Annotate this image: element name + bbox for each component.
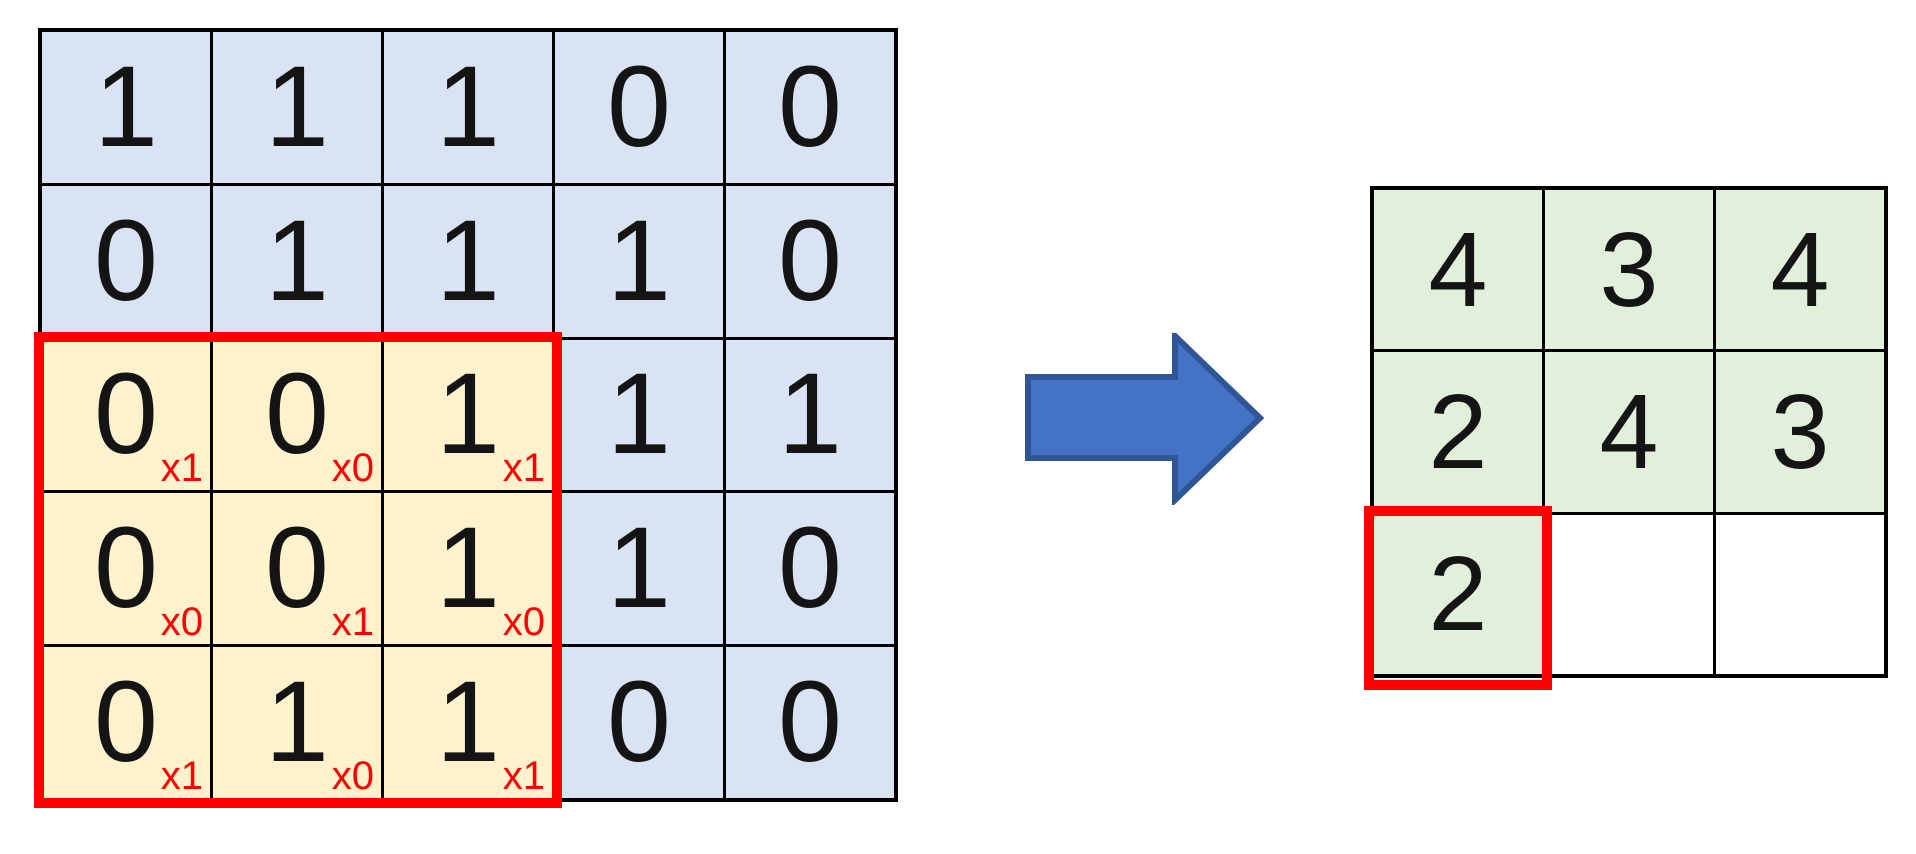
output-cell-r1c2: 3 (1545, 190, 1713, 350)
cell-value: 3 (1770, 372, 1830, 491)
input-cell-r3c5: 1 (726, 339, 894, 491)
cell-value: 1 (607, 350, 671, 479)
cell-value: 0 (778, 658, 842, 787)
cell-value: 0 (94, 350, 158, 479)
cell-value: 2 (1428, 535, 1488, 654)
cell-value: 0 (607, 42, 671, 171)
kernel-weight-label: x1 (331, 600, 374, 645)
output-cell-r2c1: 2 (1374, 352, 1542, 512)
kernel-weight-label: x1 (160, 446, 203, 491)
input-cell-r2c4: 1 (555, 185, 723, 337)
cell-value: 4 (1599, 372, 1659, 491)
kernel-weight-label: x0 (160, 600, 203, 645)
output-cell-r3c1: 2 (1374, 514, 1542, 674)
cell-value: 0 (94, 196, 158, 325)
input-cell-r4c4: 1 (555, 493, 723, 645)
cell-value: 1 (436, 196, 500, 325)
kernel-weight-label: x1 (502, 446, 545, 491)
cell-value: 1 (436, 658, 500, 787)
input-cell-r1c5: 0 (726, 32, 894, 183)
output-cell-r2c3: 3 (1716, 352, 1884, 512)
cell-value: 3 (1599, 210, 1659, 329)
input-cell-r2c5: 0 (726, 185, 894, 337)
cell-value: 0 (778, 42, 842, 171)
input-cell-r2c3: 1 (384, 185, 552, 337)
input-cell-r1c4: 0 (555, 32, 723, 183)
cell-value: 2 (1428, 372, 1488, 491)
input-cell-r5c4: 0 (555, 647, 723, 798)
output-cell-r1c3: 4 (1716, 190, 1884, 350)
cell-value: 1 (436, 504, 500, 633)
kernel-weight-label: x0 (331, 446, 374, 491)
cell-value: 0 (265, 350, 329, 479)
cell-value: 1 (607, 196, 671, 325)
arrow-right-icon (1025, 333, 1265, 505)
input-cell-r1c2: 1 (213, 32, 381, 183)
cell-value: 0 (265, 504, 329, 633)
input-cell-r2c1: 0 (42, 185, 210, 337)
kernel-weight-label: x0 (331, 754, 374, 798)
cell-value: 0 (778, 196, 842, 325)
input-cell-r2c2: 1 (213, 185, 381, 337)
input-cell-r1c3: 1 (384, 32, 552, 183)
kernel-weight-label: x1 (160, 754, 203, 798)
cell-value: 0 (94, 504, 158, 633)
cell-value: 4 (1428, 210, 1488, 329)
cell-value: 1 (265, 42, 329, 171)
kernel-weight-label: x0 (502, 600, 545, 645)
cell-value: 1 (778, 350, 842, 479)
cell-value: 1 (265, 658, 329, 787)
cell-value: 1 (607, 504, 671, 633)
output-cell-r1c1: 4 (1374, 190, 1542, 350)
cell-value: 1 (265, 196, 329, 325)
cell-value: 1 (94, 42, 158, 171)
output-cell-r3c2 (1545, 514, 1713, 674)
cell-value: 0 (607, 658, 671, 787)
cell-value: 0 (94, 658, 158, 787)
input-cell-r5c5: 0 (726, 647, 894, 798)
cell-value: 0 (778, 504, 842, 633)
input-cell-r1c1: 1 (42, 32, 210, 183)
cell-value: 4 (1770, 210, 1830, 329)
output-cell-r2c2: 4 (1545, 352, 1713, 512)
output-cell-r3c3 (1716, 514, 1884, 674)
kernel-weight-label: x1 (502, 754, 545, 798)
cell-value: 1 (436, 42, 500, 171)
input-cell-r3c4: 1 (555, 339, 723, 491)
input-cell-r4c5: 0 (726, 493, 894, 645)
output-matrix: 4 3 4 2 4 3 2 (1370, 186, 1888, 678)
cell-value: 1 (436, 350, 500, 479)
